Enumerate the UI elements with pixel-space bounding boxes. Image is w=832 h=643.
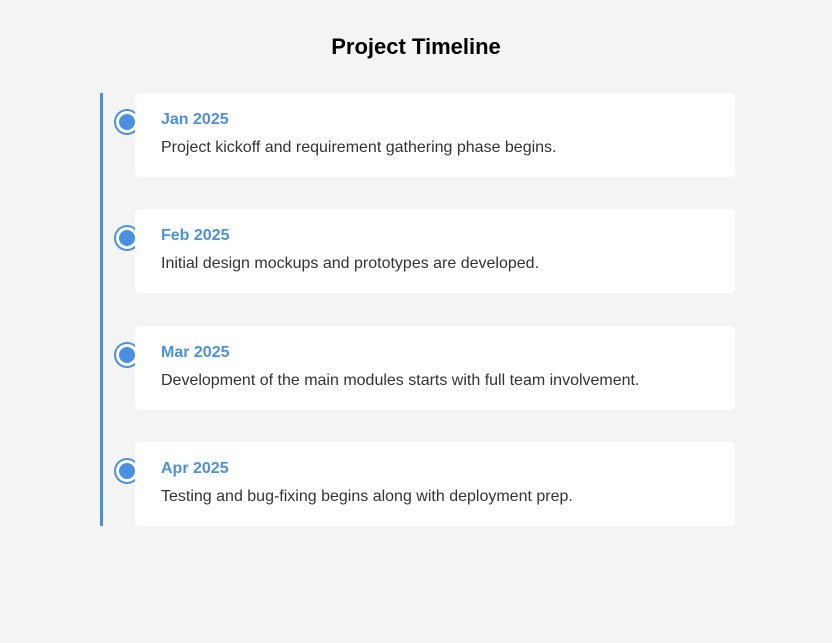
timeline-item: Feb 2025 Initial design mockups and prot… [100, 209, 736, 293]
page-title: Project Timeline [331, 34, 501, 59]
timeline-item-description: Testing and bug-fixing begins along with… [161, 488, 573, 505]
timeline-line [100, 93, 103, 526]
timeline-item-description: Project kickoff and requirement gatherin… [161, 139, 557, 156]
timeline-card: Feb 2025 Initial design mockups and prot… [135, 209, 735, 293]
timeline-item: Jan 2025 Project kickoff and requirement… [100, 93, 736, 177]
timeline-card: Apr 2025 Testing and bug-fixing begins a… [135, 442, 735, 526]
timeline-item: Apr 2025 Testing and bug-fixing begins a… [100, 442, 736, 526]
timeline-item-date: Apr 2025 [161, 460, 229, 477]
timeline-item-description: Initial design mockups and prototypes ar… [161, 255, 540, 272]
timeline-item-description: Development of the main modules starts w… [161, 372, 640, 389]
timeline-card: Jan 2025 Project kickoff and requirement… [135, 93, 735, 177]
timeline-item: Mar 2025 Development of the main modules… [100, 326, 736, 410]
timeline-item-date: Mar 2025 [161, 344, 230, 361]
timeline-item-date: Feb 2025 [161, 227, 230, 244]
timeline-item-date: Jan 2025 [161, 111, 229, 128]
timeline: Jan 2025 Project kickoff and requirement… [100, 93, 736, 526]
timeline-card: Mar 2025 Development of the main modules… [135, 326, 735, 410]
